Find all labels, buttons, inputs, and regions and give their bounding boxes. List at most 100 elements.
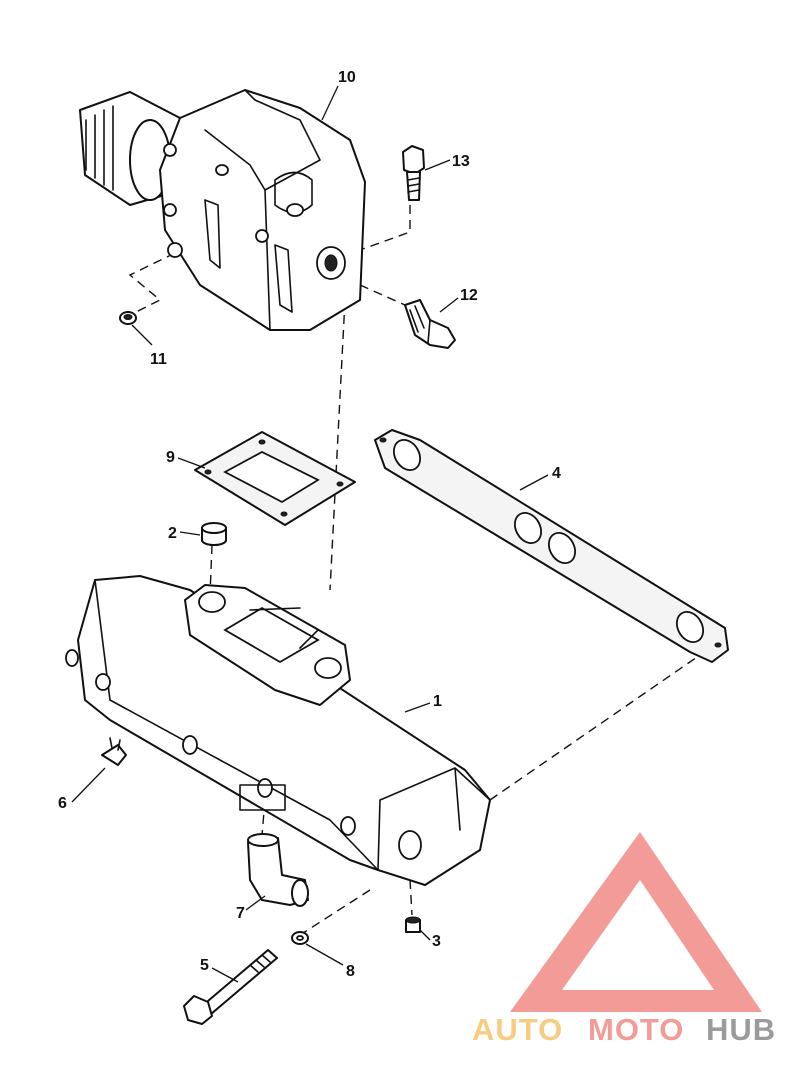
- actuator-ribs: [85, 105, 114, 191]
- bolt-13-head: [402, 145, 425, 175]
- callout-11: 11: [150, 351, 167, 368]
- callout-13: 13: [452, 153, 470, 170]
- cup-plug-2-top: [201, 522, 227, 534]
- manifold-side-port-4: [340, 816, 356, 836]
- part-4-manifold-gasket: [374, 429, 729, 663]
- leader-4: [519, 474, 549, 491]
- callout-10: 10: [338, 69, 356, 86]
- elbow-sensor-port-thread: [324, 254, 338, 272]
- manifold-flange-boss-1: [198, 591, 226, 613]
- plug-3-top: [405, 916, 421, 924]
- elbow-drain-hole: [167, 242, 183, 258]
- bolt-5-thread: [249, 954, 271, 973]
- sensor-12-hex: [409, 305, 431, 344]
- callout-12: 12: [460, 287, 478, 304]
- gasket-9-hole-2: [258, 439, 266, 445]
- part-5-long-bolt: [183, 949, 278, 1025]
- manifold-flange-slots: [249, 607, 319, 649]
- elbow-top-boss: [274, 171, 313, 214]
- clip-6-body: [101, 744, 127, 766]
- elbow-bolt-hole-2: [163, 203, 177, 217]
- manifold-end-port: [398, 830, 422, 860]
- part-8-washer: [291, 931, 309, 945]
- callout-3: 3: [432, 933, 441, 950]
- logo-inner-triangle: [596, 940, 664, 990]
- callout-6: 6: [58, 795, 67, 812]
- leader-11: [131, 324, 153, 346]
- part-1-exhaust-manifold: [65, 575, 491, 886]
- washer-8-inner: [296, 935, 304, 941]
- manifold-flange-boss-2: [314, 657, 342, 679]
- clip-6-tabs: [109, 737, 121, 751]
- manifold-end-boss: [65, 649, 79, 667]
- gasket-9-hole-1: [204, 469, 212, 475]
- leader-10: [321, 85, 339, 121]
- gasket-4-bolt-hole-1: [379, 437, 387, 443]
- gasket-9-center-opening: [223, 450, 320, 504]
- gasket-4-port-4: [675, 611, 705, 643]
- leader-2: [179, 531, 201, 536]
- gasket-9-hole-3: [336, 481, 344, 487]
- gasket-4-bolt-hole-2: [714, 642, 722, 648]
- callout-8: 8: [346, 963, 355, 980]
- logo-text-auto: AUTO: [472, 1012, 563, 1047]
- manifold-side-port-3: [257, 778, 273, 798]
- part-13-bolt: [402, 145, 425, 201]
- automotohub-logo: AUTO MOTO HUB: [472, 832, 776, 1047]
- gasket-4-port-1: [392, 439, 422, 471]
- guide-line-plug-3: [409, 879, 413, 916]
- part-7-elbow-fitting: [247, 833, 309, 907]
- gasket-9-hole-4: [280, 511, 288, 517]
- part-2-cup-plug: [201, 522, 227, 546]
- manifold-body: [77, 575, 491, 886]
- elbow-side-slots: [204, 199, 293, 313]
- guide-line-gasket-4: [489, 654, 701, 801]
- leader-3: [419, 929, 431, 941]
- logo-triangle-icon: [510, 832, 762, 1012]
- callout-7: 7: [236, 905, 245, 922]
- elbow-bolt-hole-3: [215, 164, 229, 176]
- guide-line-plug-11: [128, 252, 176, 316]
- callout-5: 5: [200, 957, 209, 974]
- manifold-side-port-2: [182, 735, 198, 755]
- leader-12: [439, 297, 459, 313]
- manifold-side-port-1: [95, 673, 111, 691]
- elbow-main-block: [159, 89, 366, 331]
- leader-1: [404, 702, 431, 713]
- guide-line-washer-8: [299, 889, 371, 936]
- part-9-elbow-gasket: [194, 431, 356, 526]
- part-3-drain-plug: [405, 916, 421, 933]
- callout-2: 2: [168, 525, 177, 542]
- part-6-clip: [101, 737, 127, 766]
- callout-4: 4: [552, 465, 561, 482]
- leader-7: [245, 895, 266, 911]
- elbow-bolt-hole-4: [255, 229, 269, 243]
- callout-1: 1: [433, 693, 442, 710]
- manifold-flange-opening: [223, 606, 320, 664]
- logo-text-hub: HUB: [706, 1012, 776, 1047]
- manifold-end-face: [377, 767, 491, 871]
- guide-line-sensor-12: [359, 284, 406, 306]
- elbow-top-hole: [286, 203, 304, 217]
- leader-5: [211, 967, 239, 983]
- callout-leaders: [71, 85, 549, 983]
- part-12-sensor: [404, 299, 456, 349]
- elbow-bolt-hole-1: [163, 143, 177, 157]
- leader-13: [424, 159, 451, 171]
- leader-6: [71, 767, 106, 803]
- guide-line-bolt-13: [359, 205, 411, 251]
- guide-line-elbow-to-gasket: [329, 299, 346, 591]
- guide-line-plug-2: [209, 544, 213, 596]
- part-10-exhaust-elbow: [79, 89, 366, 331]
- leader-8: [305, 943, 344, 966]
- elbow-7-outlet: [291, 879, 309, 907]
- part-11-pipe-plug: [119, 311, 137, 325]
- callout-9: 9: [166, 449, 175, 466]
- manifold-lower-edge: [94, 579, 379, 871]
- elbow-7-top: [247, 833, 279, 847]
- logo-text-moto: MOTO: [588, 1012, 684, 1047]
- plug-11-socket: [123, 314, 133, 320]
- elbow-block-edges: [204, 89, 321, 331]
